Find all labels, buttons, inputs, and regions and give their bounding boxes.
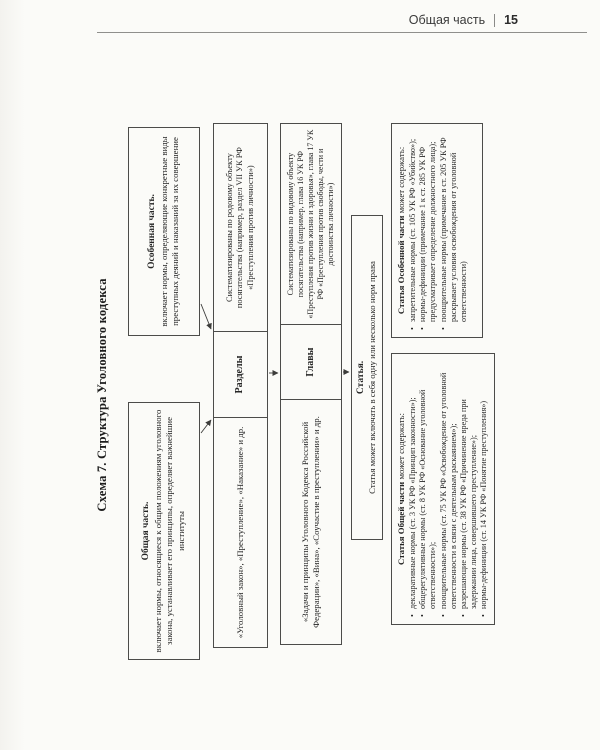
statya-osobennoy-list: запретительные нормы (ст. 105 УК РФ «Уби… bbox=[408, 130, 469, 331]
box-obshchaya-title: Общая часть. bbox=[141, 501, 152, 561]
arrow-obshchaya-to-razdely bbox=[200, 419, 212, 434]
box-obshchaya-desc: включает нормы, относящиеся к общим поло… bbox=[153, 409, 186, 653]
statya-obshchey-list: декларативные нормы (ст. 3 УК РФ «Принци… bbox=[408, 360, 489, 618]
statya-obshchey-heading: Статья Общей части может содержать: bbox=[396, 360, 406, 618]
list-item: общерегулятивные нормы (ст. 8 УК РФ «Осн… bbox=[418, 360, 438, 618]
statya-obshchey-heading-rest: может содержать: bbox=[396, 413, 406, 482]
box-glavy: «Задачи и принципы Уголовного Кодекса Ро… bbox=[280, 123, 342, 645]
header-divider bbox=[494, 13, 496, 27]
statya-obshchey-heading-bold: Статья Общей части bbox=[396, 481, 406, 566]
box-osobennaya-desc: включает нормы, определяющие конкретные … bbox=[158, 136, 180, 327]
list-item: нормы-дефиниции (примечание 1 к ст. 285 … bbox=[418, 130, 438, 331]
scheme-title: Схема 7. Структура Уголовного кодекса bbox=[95, 278, 109, 512]
header-section-title: Общая часть bbox=[408, 13, 486, 27]
box-statya-obshchey-chasti: Статья Общей части может содержать: декл… bbox=[391, 353, 495, 625]
razdely-examples: «Уголовный закон», «Преступление», «Нака… bbox=[235, 426, 245, 639]
glavy-examples: «Задачи и принципы Уголовного Кодекса Ро… bbox=[300, 416, 321, 628]
box-osobennaya-title: Особенная часть. bbox=[146, 194, 157, 269]
list-item: декларативные нормы (ст. 3 УК РФ «Принци… bbox=[408, 360, 418, 618]
list-item: поощрительные нормы (ст. 75 УК РФ «Освоб… bbox=[439, 360, 459, 618]
glavy-desc: Систематизированы по видовому объекту по… bbox=[281, 124, 341, 326]
statya-desc: Статья может включать в себя одну или не… bbox=[366, 261, 377, 494]
statya-osobennoy-heading: Статья Особенной части может содержать: bbox=[396, 130, 406, 331]
razdely-desc: Систематизированы по родовому объекту по… bbox=[214, 123, 267, 333]
arrow-osobennaya-to-razdely bbox=[200, 303, 212, 330]
scheme-diagram: Схема 7. Структура Уголовного кодекса Об… bbox=[95, 115, 495, 675]
statya-title: Статья. bbox=[355, 360, 366, 395]
statya-osobennoy-heading-rest: может содержать: bbox=[396, 146, 406, 216]
list-item: нормы-дефиниции (ст. 14 УК РФ «Понятие п… bbox=[479, 360, 489, 618]
list-item: разрешающие нормы (ст. 38 УК РФ «Причине… bbox=[459, 360, 479, 618]
glavy-label: Главы bbox=[281, 325, 341, 400]
page-number: 15 bbox=[504, 13, 518, 27]
box-obshchaya-chast: Общая часть. включает нормы, относящиеся… bbox=[128, 402, 200, 660]
list-item: поощрительные нормы (примечание в ст. 20… bbox=[439, 130, 470, 331]
statya-osobennoy-heading-bold: Статья Особенной части bbox=[396, 215, 406, 315]
header-rule bbox=[97, 32, 587, 33]
box-razdely: «Уголовный закон», «Преступление», «Нака… bbox=[213, 123, 268, 648]
box-osobennaya-chast: Особенная часть. включает нормы, определ… bbox=[128, 127, 200, 336]
razdely-label: Разделы bbox=[214, 332, 267, 418]
list-item: запретительные нормы (ст. 105 УК РФ «Уби… bbox=[408, 130, 418, 331]
box-statya: Статья. Статья может включать в себя одн… bbox=[351, 215, 383, 540]
running-header: Общая часть 15 bbox=[409, 13, 518, 27]
box-statya-osobennoy-chasti: Статья Особенной части может содержать: … bbox=[391, 123, 483, 338]
